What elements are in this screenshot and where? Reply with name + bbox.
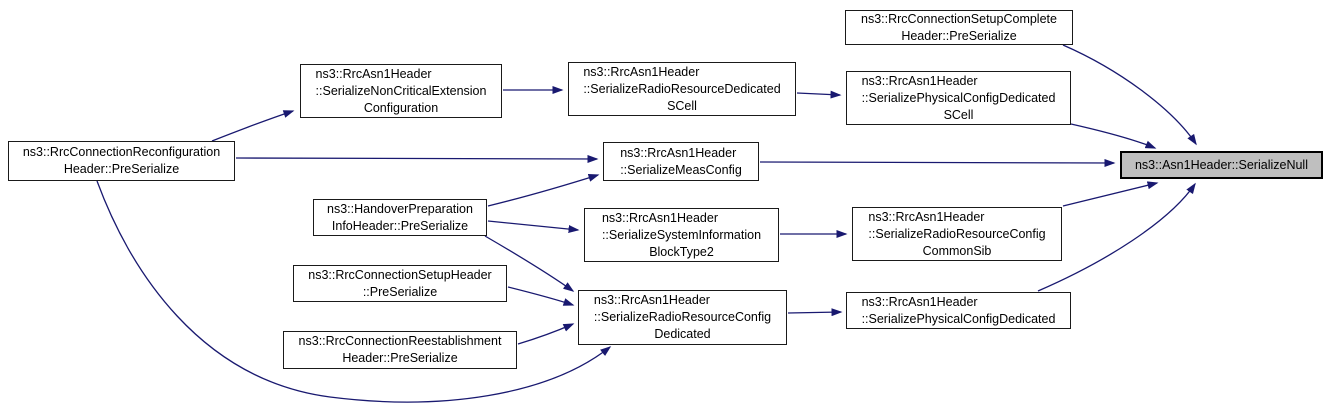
edge-measconfig-serializenull <box>759 158 1116 167</box>
node-label-line: ns3::RrcAsn1Header <box>861 73 978 88</box>
node-label-line: ns3::RrcAsn1Header <box>315 66 432 81</box>
node-label-line: ns3::RrcAsn1Header <box>868 209 985 224</box>
edge-reconfig-measconfig <box>235 154 599 163</box>
node-label-line: ns3::RrcAsn1Header <box>861 294 978 309</box>
edge-commonsib-serializenull <box>1062 181 1159 207</box>
node-rrcconnectionreestablishmentheader-preserialize[interactable]: ns3::RrcConnectionReestablishment Header… <box>283 331 517 369</box>
node-asn1header-serializenull-current: ns3::Asn1Header::SerializeNull <box>1120 151 1323 179</box>
node-label-line: SCell <box>667 98 697 113</box>
node-label-line: ns3::RrcAsn1Header <box>620 145 737 160</box>
node-label-line: Header::PreSerialize <box>901 28 1017 43</box>
node-label: ns3::RrcAsn1Header ::SerializeSystemInfo… <box>602 210 761 244</box>
node-label: ns3::RrcAsn1Header ::SerializeMeasConfig <box>620 145 742 179</box>
node-label-line: ns3::RrcConnectionReestablishment <box>298 334 502 348</box>
edge-dedicated-physded <box>787 308 843 317</box>
node-serializephysicalconfigdedicated[interactable]: ns3::RrcAsn1Header ::SerializePhysicalCo… <box>846 292 1071 329</box>
node-serializephysicalconfigdedicatedscell[interactable]: ns3::RrcAsn1Header ::SerializePhysicalCo… <box>846 71 1071 125</box>
edge-physdedscell-serializenull <box>1070 123 1157 149</box>
node-rrcconnectionsetupheader-preserialize[interactable]: ns3::RrcConnectionSetupHeader ::PreSeria… <box>293 265 507 302</box>
edge-reconfig-noncritical <box>211 110 295 142</box>
node-label: ns3::RrcAsn1Header ::SerializeNonCritica… <box>316 66 487 100</box>
node-label-line: SCell <box>943 107 974 122</box>
node-label-line: ::SerializeMeasConfig <box>620 162 742 177</box>
node-label-line: ::SerializeRadioResourceDedicated <box>583 81 781 96</box>
node-serializesysteminformationblocktype2[interactable]: ns3::RrcAsn1Header ::SerializeSystemInfo… <box>584 208 779 262</box>
node-label-line: ::SerializeRadioResourceConfig <box>868 226 1046 241</box>
node-rrcconnectionsetupcompleteheader-preserialize[interactable]: ns3::RrcConnectionSetupComplete Header::… <box>845 10 1073 45</box>
edge-reestablish-dedicated <box>517 323 575 345</box>
node-label-line: Configuration <box>363 100 439 115</box>
node-label-line: ::SerializePhysicalConfigDedicated <box>861 311 1056 326</box>
node-label: ns3::RrcAsn1Header ::SerializePhysicalCo… <box>862 294 1056 328</box>
edge-handover-measconfig <box>487 174 600 207</box>
node-label-line: ::SerializePhysicalConfigDedicated <box>861 90 1056 105</box>
node-label-line: ns3::RrcAsn1Header <box>593 293 710 307</box>
node-label-line: ::SerializeNonCriticalExtension <box>315 83 487 98</box>
node-serializeradioresourceconfigcommonsib[interactable]: ns3::RrcAsn1Header ::SerializeRadioResou… <box>852 207 1062 261</box>
node-label: ns3::RrcAsn1Header ::SerializePhysicalCo… <box>862 73 1056 107</box>
node-label-line: ::PreSerialize <box>362 284 438 299</box>
node-label-line: ::SerializeRadioResourceConfig <box>593 310 772 324</box>
node-label-line: ns3::RrcConnectionSetupComplete <box>861 11 1057 26</box>
edge-handover-sysinfo <box>487 220 580 234</box>
edge-radioresdedscell-physdedscell <box>796 90 842 99</box>
node-label-line: ns3::Asn1Header::SerializeNull <box>1134 157 1308 172</box>
edge-setupheader-dedicated <box>507 286 575 306</box>
edge-physded-serializenull <box>1037 182 1196 292</box>
edge-setupcomplete-serializenull <box>1062 44 1197 146</box>
node-rrcconnectionreconfiguration-preserialize[interactable]: ns3::RrcConnectionReconfiguration Header… <box>8 141 235 181</box>
node-label-line: ns3::HandoverPreparation <box>327 201 473 216</box>
node-serializeradioresourcededicatedscell[interactable]: ns3::RrcAsn1Header ::SerializeRadioResou… <box>568 62 796 116</box>
node-label-line: Header::PreSerialize <box>342 351 458 365</box>
node-label-line: ns3::RrcAsn1Header <box>583 64 700 79</box>
node-serializenoncriticalextensionconfiguration[interactable]: ns3::RrcAsn1Header ::SerializeNonCritica… <box>300 64 502 118</box>
node-serializemeasconfig[interactable]: ns3::RrcAsn1Header ::SerializeMeasConfig <box>603 142 759 181</box>
edge-reconfig-dedicated <box>96 180 612 403</box>
node-label: ns3::RrcAsn1Header ::SerializeRadioResou… <box>868 209 1045 243</box>
node-handoverpreparationinfoheader-preserialize[interactable]: ns3::HandoverPreparation InfoHeader::Pre… <box>313 199 487 236</box>
node-label: ns3::RrcAsn1Header ::SerializeRadioResou… <box>594 292 771 326</box>
node-label-line: CommonSib <box>922 243 992 258</box>
node-label-line: Header::PreSerialize <box>63 162 180 176</box>
node-label-line: ns3::RrcAsn1Header <box>601 210 718 225</box>
node-label-line: InfoHeader::PreSerialize <box>331 218 469 233</box>
node-label-line: Dedicated <box>654 327 711 341</box>
node-label-line: ns3::RrcConnectionSetupHeader <box>308 267 492 282</box>
edge-handover-dedicated <box>484 235 575 292</box>
node-label-line: BlockType2 <box>649 244 714 259</box>
node-label-line: ::SerializeSystemInformation <box>601 227 762 242</box>
node-label-line: ns3::RrcConnectionReconfiguration <box>22 145 221 159</box>
node-serializeradioresourceconfigdedicated[interactable]: ns3::RrcAsn1Header ::SerializeRadioResou… <box>578 290 787 345</box>
node-label: ns3::RrcAsn1Header ::SerializeRadioResou… <box>583 64 780 98</box>
